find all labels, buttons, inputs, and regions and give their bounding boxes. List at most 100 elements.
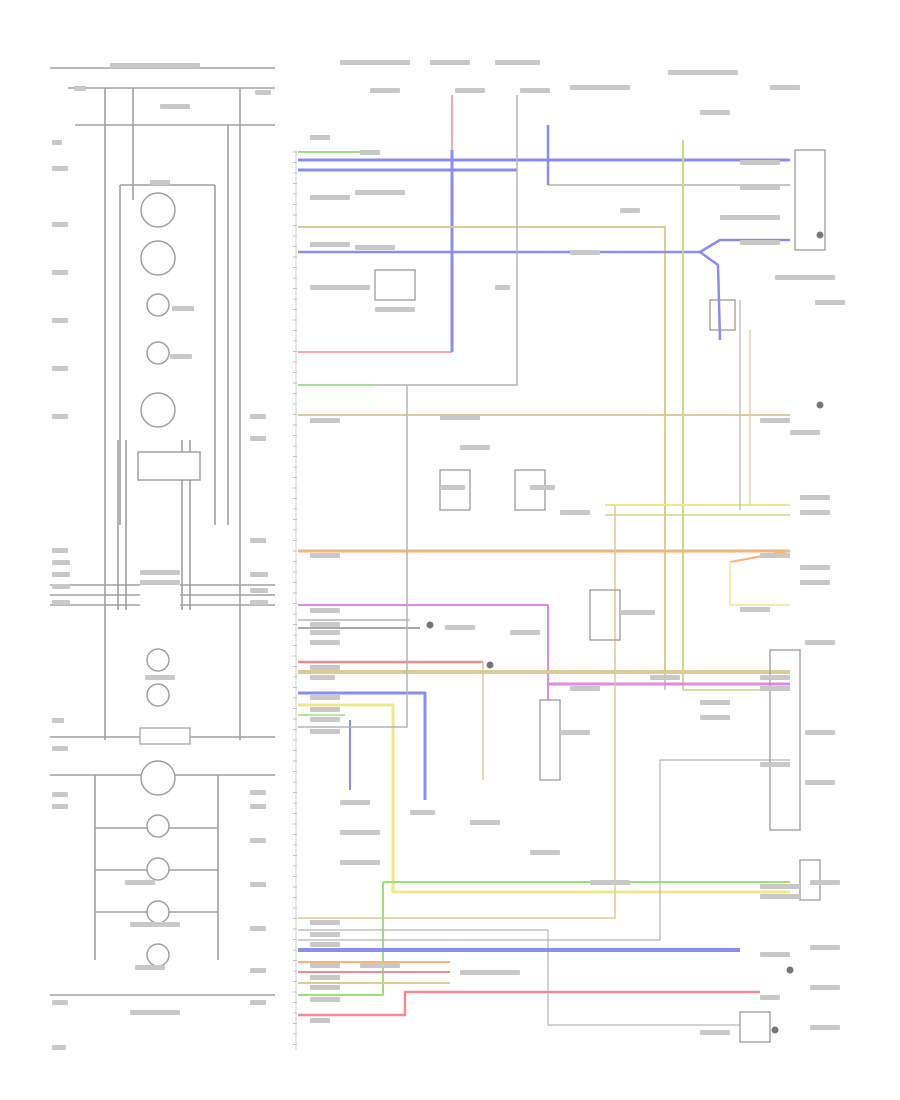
gray-wire (298, 759, 790, 941)
instrument-cluster-schematic (50, 67, 275, 996)
label-block (310, 920, 340, 925)
label-block (460, 970, 520, 975)
component-box (439, 469, 471, 511)
gauge-icon (140, 760, 176, 796)
label-block (590, 880, 630, 885)
label-block (310, 695, 340, 700)
label-block (250, 1000, 266, 1005)
label-block (760, 686, 790, 691)
label-block (310, 963, 340, 968)
label-block (52, 718, 64, 723)
gauge-icon (146, 648, 170, 672)
label-block (410, 810, 435, 815)
green-wire (298, 882, 384, 996)
label-block (310, 608, 340, 613)
label-block (340, 830, 380, 835)
label-block (440, 485, 465, 490)
wire-harness (298, 95, 791, 1026)
label-block (455, 88, 485, 93)
label-block (52, 1045, 66, 1050)
label-block (700, 715, 730, 720)
label-block (125, 880, 155, 885)
label-block (668, 70, 738, 75)
label-block (310, 942, 340, 947)
label-block (310, 242, 350, 247)
label-block (470, 820, 500, 825)
label-block (760, 884, 800, 889)
label-block (810, 945, 840, 950)
label-block (310, 717, 340, 722)
terminal-icon (786, 966, 794, 974)
label-block (170, 354, 192, 359)
label-block (52, 1000, 68, 1005)
component-box (794, 149, 826, 251)
label-block (800, 510, 830, 515)
label-block (650, 675, 680, 680)
label-block (52, 318, 68, 323)
label-block (310, 622, 340, 627)
label-block (805, 730, 835, 735)
label-block (760, 553, 790, 558)
label-block (310, 135, 330, 140)
label-block (520, 88, 550, 93)
label-block (52, 366, 68, 371)
label-block (250, 790, 266, 795)
label-block (355, 190, 405, 195)
indicator-box (139, 727, 191, 745)
label-block (700, 1030, 730, 1035)
label-block (250, 882, 266, 887)
label-block (250, 588, 268, 593)
label-block (250, 538, 266, 543)
label-block (340, 860, 380, 865)
label-block (360, 963, 400, 968)
label-block (310, 707, 340, 712)
gauge-icon (146, 293, 170, 317)
label-block (800, 580, 830, 585)
label-block (770, 85, 800, 90)
label-block (740, 240, 780, 245)
terminal-icon (426, 621, 434, 629)
label-block (52, 792, 68, 797)
component-box (539, 699, 561, 781)
label-block (810, 985, 840, 990)
gauge-icon (140, 192, 176, 228)
label-block (620, 610, 655, 615)
label-block (790, 430, 820, 435)
label-block (760, 675, 790, 680)
label-block (140, 570, 180, 575)
label-block (145, 675, 175, 680)
label-block (172, 306, 194, 311)
label-block (570, 250, 600, 255)
label-block (560, 510, 590, 515)
gauge-icon (146, 857, 170, 881)
label-block (310, 418, 340, 423)
label-block (760, 952, 790, 957)
component-box (709, 299, 736, 331)
label-block (775, 275, 835, 280)
label-block (815, 300, 845, 305)
component-box (589, 589, 621, 641)
label-block (510, 630, 540, 635)
label-block (805, 780, 835, 785)
gauge-icon (146, 900, 170, 924)
terminal-icon (486, 661, 494, 669)
label-block (250, 436, 266, 441)
label-block (810, 1025, 840, 1030)
label-block (355, 245, 395, 250)
label-block (310, 630, 340, 635)
label-block (52, 140, 62, 145)
label-block (135, 965, 165, 970)
label-block (140, 580, 180, 585)
label-block (740, 160, 780, 165)
component-box (769, 649, 801, 831)
components (293, 149, 826, 1050)
gauge-icon (140, 240, 176, 276)
label-block (570, 686, 600, 691)
gauge-icon (146, 683, 170, 707)
label-block (805, 640, 835, 645)
label-blocks (52, 60, 845, 1050)
module-box (137, 451, 201, 481)
label-block (310, 932, 340, 937)
label-block (52, 560, 70, 565)
